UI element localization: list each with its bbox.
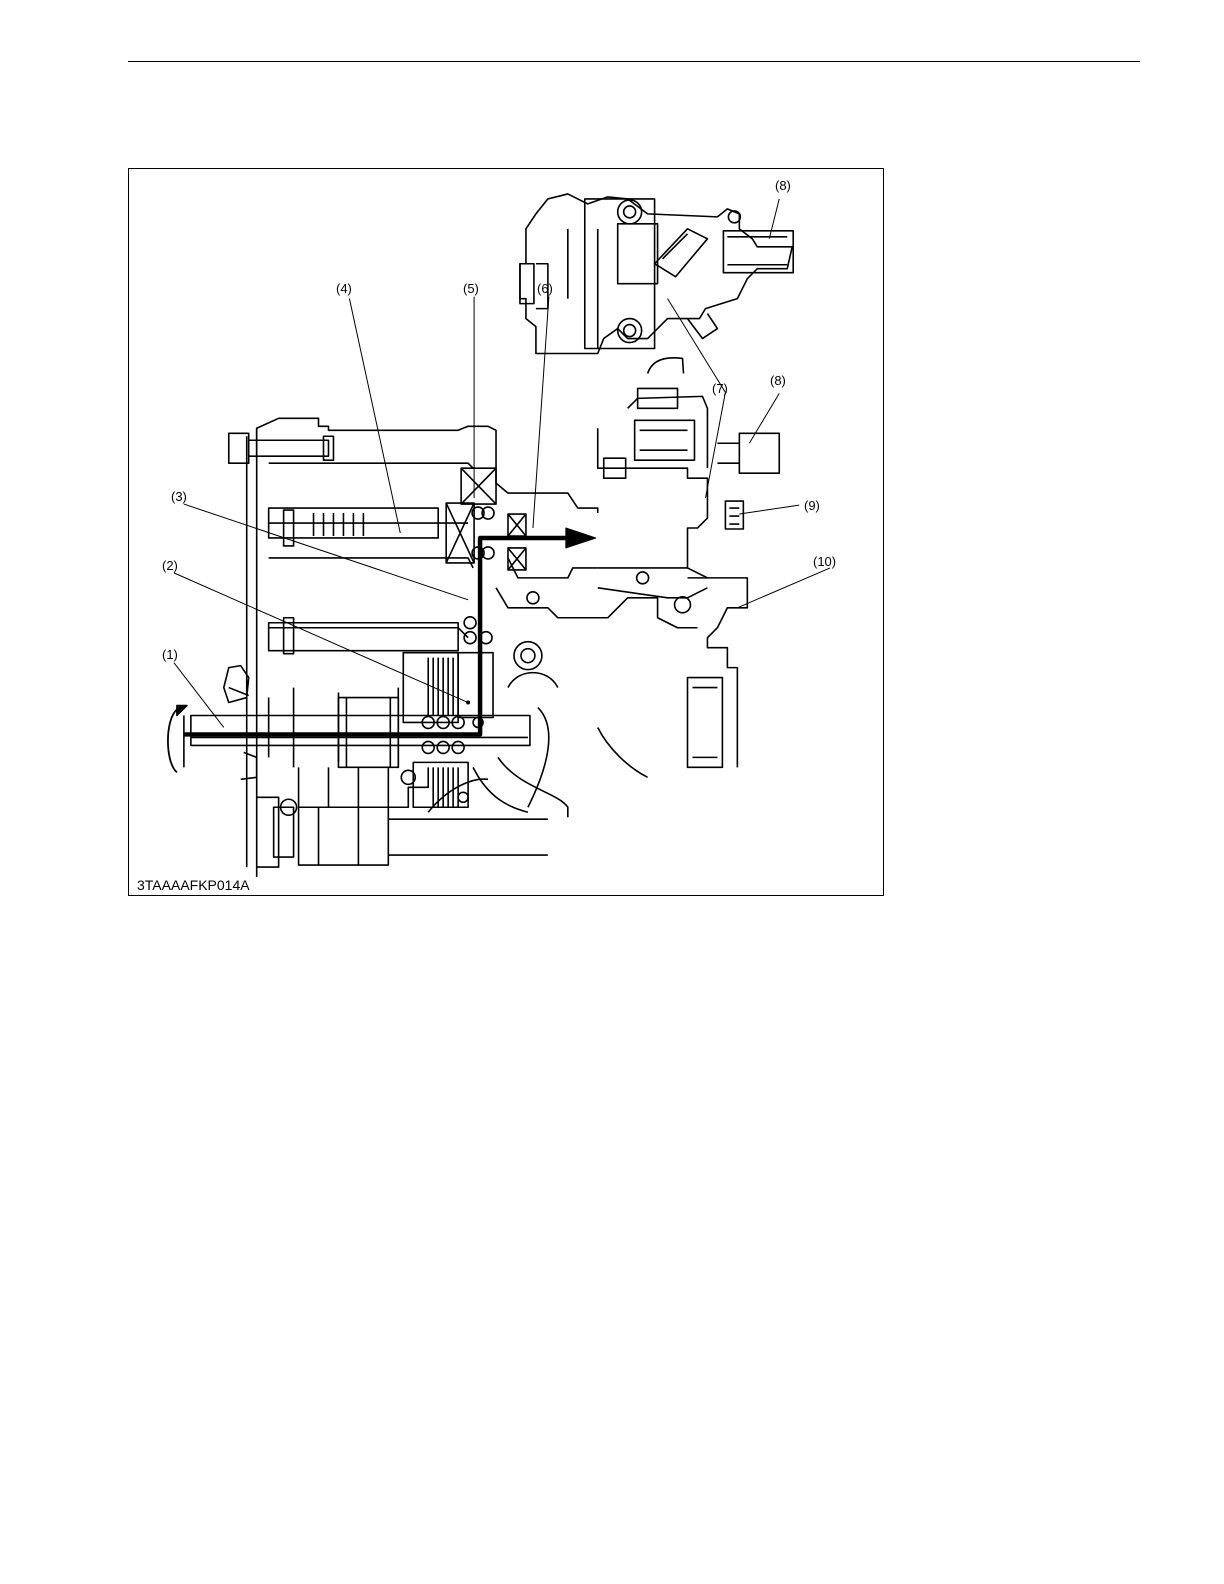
header-rule: [128, 61, 1140, 62]
callout-6: (6): [537, 282, 553, 296]
callout-8-inset: (8): [775, 179, 791, 193]
callout-8-main: (8): [770, 374, 786, 388]
inset-view: [520, 194, 793, 354]
callout-9: (9): [804, 499, 820, 513]
callout-5: (5): [463, 282, 479, 296]
transmission-cross-section-drawing: [129, 169, 883, 895]
callout-1: (1): [162, 648, 178, 662]
power-flow-arrowhead: [566, 528, 596, 548]
callout-2: (2): [162, 559, 178, 573]
drawing-figure: (8) (7) (8) (9) (10) (4) (5) (6) (3) (2)…: [128, 168, 884, 896]
callout-4: (4): [336, 282, 352, 296]
leader-tip: [466, 701, 470, 705]
callout-7: (7): [712, 382, 728, 396]
callout-3: (3): [171, 490, 187, 504]
callout-10: (10): [813, 555, 836, 569]
figure-code: 3TAAAAFKP014A: [137, 877, 250, 893]
